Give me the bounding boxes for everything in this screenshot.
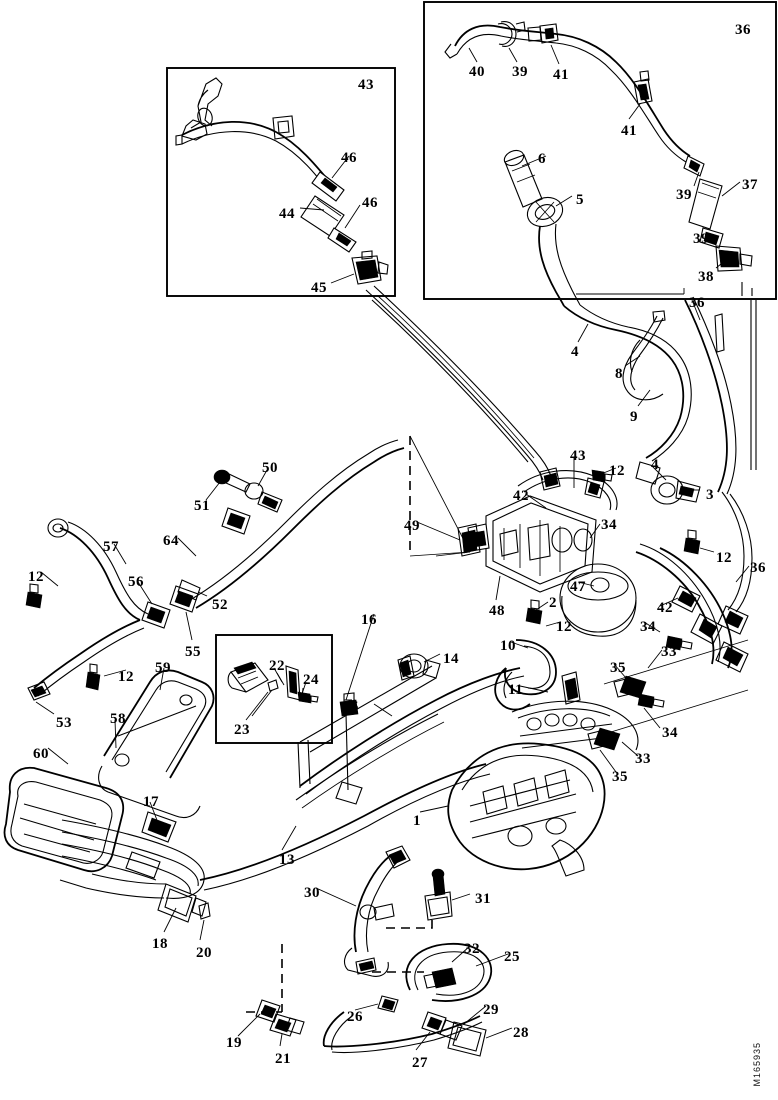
callout-27: 27 <box>412 1055 428 1071</box>
callout-38: 38 <box>698 269 714 285</box>
callout-12: 12 <box>716 550 732 566</box>
callout-23: 23 <box>234 722 250 738</box>
callout-34: 34 <box>662 725 678 741</box>
callout-12: 12 <box>28 569 44 585</box>
callout-20: 20 <box>196 945 212 961</box>
callout-26: 26 <box>347 1009 363 1025</box>
callout-59: 59 <box>155 660 171 676</box>
callout-41: 41 <box>621 123 637 139</box>
callout-36: 36 <box>750 560 766 576</box>
callout-58: 58 <box>110 711 126 727</box>
callout-39: 39 <box>693 231 709 247</box>
callout-53: 53 <box>56 715 72 731</box>
callout-1: 1 <box>413 813 421 829</box>
callout-44: 44 <box>279 206 295 222</box>
callout-55: 55 <box>185 644 201 660</box>
callout-18: 18 <box>152 936 168 952</box>
callout-39: 39 <box>676 187 692 203</box>
callout-15: 15 <box>343 699 359 715</box>
callout-50: 50 <box>262 460 278 476</box>
callout-41: 41 <box>553 67 569 83</box>
sheet-watermark: M165935 <box>752 1042 762 1087</box>
callout-56: 56 <box>128 574 144 590</box>
callout-24: 24 <box>303 672 319 688</box>
callout-13: 13 <box>279 852 295 868</box>
inset-24-graphic <box>215 634 333 744</box>
callout-34: 34 <box>640 619 656 635</box>
callout-35: 35 <box>610 660 626 676</box>
callout-60: 60 <box>33 746 49 762</box>
callout-39: 39 <box>512 64 528 80</box>
right-hose-bundle <box>587 491 753 751</box>
callout-6: 6 <box>538 151 546 167</box>
engine-and-pump-cluster <box>447 467 701 877</box>
callout-51: 51 <box>194 498 210 514</box>
callout-4: 4 <box>571 344 579 360</box>
callout-22: 22 <box>269 658 285 674</box>
callout-21: 21 <box>275 1051 291 1067</box>
callout-57: 57 <box>103 539 119 555</box>
callout-46: 46 <box>362 195 378 211</box>
callout-5: 5 <box>576 192 584 208</box>
callout-43: 43 <box>570 448 586 464</box>
callout-25: 25 <box>504 949 520 965</box>
callout-16: 16 <box>361 612 377 628</box>
callout-37: 37 <box>742 177 758 193</box>
hose-4-8-9 <box>563 304 725 485</box>
main-long-tubes <box>365 285 757 495</box>
callout-52: 52 <box>212 597 228 613</box>
callout-11: 11 <box>508 682 524 698</box>
callout-4: 4 <box>651 457 659 473</box>
callout-45: 45 <box>311 280 327 296</box>
callout-36: 36 <box>735 22 751 38</box>
bottom-assembly <box>246 845 493 1057</box>
callout-47: 47 <box>570 579 586 595</box>
callout-8: 8 <box>615 366 623 382</box>
callout-34: 34 <box>601 517 617 533</box>
callout-64: 64 <box>163 533 179 549</box>
callout-17: 17 <box>143 794 159 810</box>
callout-43: 43 <box>358 77 374 93</box>
callout-3: 3 <box>706 487 714 503</box>
callout-14: 14 <box>443 651 459 667</box>
callout-12: 12 <box>556 619 572 635</box>
callout-42: 42 <box>513 488 529 504</box>
callout-12: 12 <box>118 669 134 685</box>
callout-33: 33 <box>661 644 677 660</box>
callout-9: 9 <box>630 409 638 425</box>
callout-35: 35 <box>612 769 628 785</box>
callout-33: 33 <box>635 751 651 767</box>
callout-28: 28 <box>513 1025 529 1041</box>
callout-12: 12 <box>609 463 625 479</box>
callout-19: 19 <box>226 1035 242 1051</box>
inset-36-graphic <box>423 1 777 307</box>
inset-43-graphic <box>166 67 396 297</box>
callout-49: 49 <box>404 518 420 534</box>
callout-48: 48 <box>489 603 505 619</box>
callout-40: 40 <box>469 64 485 80</box>
callout-36: 36 <box>689 295 705 311</box>
callout-10: 10 <box>500 638 516 654</box>
callout-42: 42 <box>657 600 673 616</box>
callout-31: 31 <box>475 891 491 907</box>
callout-29: 29 <box>483 1002 499 1018</box>
callout-32: 32 <box>464 941 480 957</box>
mid-rails <box>125 653 525 891</box>
callout-46: 46 <box>341 150 357 166</box>
callout-30: 30 <box>304 885 320 901</box>
leader-lines <box>35 44 750 1051</box>
callout-2: 2 <box>549 595 557 611</box>
reference-dashes-49 <box>409 435 481 557</box>
